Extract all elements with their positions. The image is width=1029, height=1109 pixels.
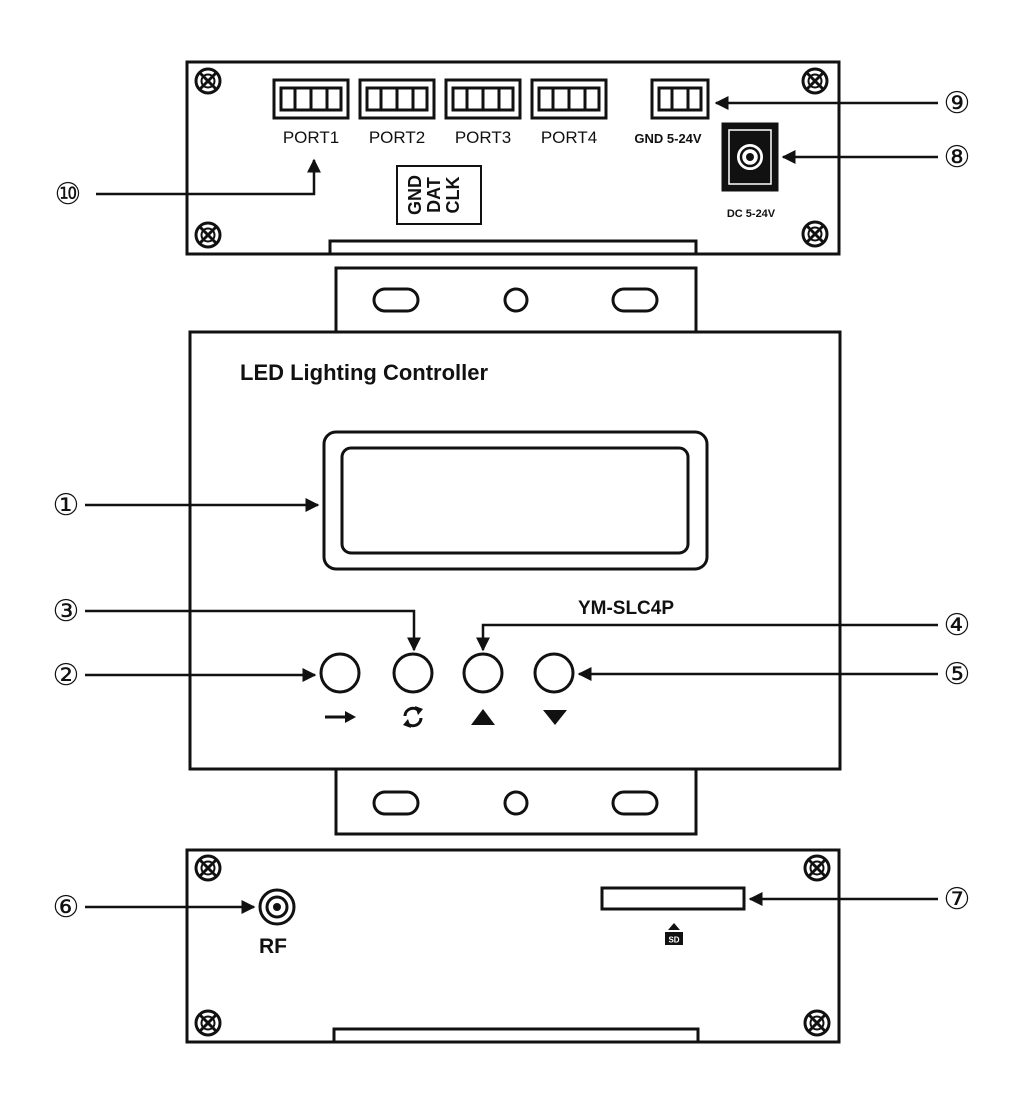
callout-2: ②	[53, 659, 80, 692]
screw-icon	[194, 221, 222, 249]
rf-label: RF	[259, 935, 287, 958]
port2-connector	[358, 78, 436, 120]
screw-icon	[194, 1009, 222, 1037]
callout-10: ⑩	[55, 178, 82, 211]
top-panel: PORT1 PORT2 PORT3 PORT4 GND 5-24V DC 5-2…	[185, 60, 841, 256]
callout-8: ⑧	[944, 141, 971, 174]
port-label: PORT1	[283, 128, 339, 147]
down-button[interactable]	[533, 652, 575, 694]
sd-insert-icon	[665, 923, 683, 945]
pin-label: CLK	[443, 177, 463, 214]
bottom-mounting-bracket	[334, 767, 698, 836]
port-label: PORT2	[369, 128, 425, 147]
front-panel: LED Lighting Controller YM-SLC4P	[188, 330, 842, 771]
cycle-button[interactable]	[392, 652, 434, 694]
callout-7: ⑦	[944, 883, 971, 916]
next-button[interactable]	[319, 652, 361, 694]
callout-6: ⑥	[53, 891, 80, 924]
signal-pin-legend: GND DAT CLK	[396, 165, 482, 225]
down-triangle-icon	[543, 710, 567, 725]
screw-icon	[194, 854, 222, 882]
front-panel-title: LED Lighting Controller	[240, 360, 489, 385]
port-label: PORT3	[455, 128, 511, 147]
callout-9: ⑨	[944, 87, 971, 120]
port1-connector	[272, 78, 350, 120]
pin-label: GND	[405, 175, 425, 215]
callout-3-leader	[85, 609, 421, 652]
port-label: PORT4	[541, 128, 597, 147]
screw-icon	[801, 220, 829, 248]
sd-label: SD	[668, 936, 679, 945]
port4-connector	[530, 78, 608, 120]
up-button[interactable]	[462, 652, 504, 694]
callout-1: ①	[53, 489, 80, 522]
top-mounting-bracket	[334, 266, 698, 334]
port3-connector	[444, 78, 522, 120]
screw-icon	[803, 1009, 831, 1037]
callout-leaders	[85, 96, 938, 914]
dc-jack	[721, 122, 779, 192]
sd-card-slot[interactable]	[600, 886, 746, 911]
screw-icon	[803, 854, 831, 882]
bottom-panel: RF SD	[185, 848, 841, 1044]
pin-label: DAT	[424, 177, 444, 213]
screw-icon	[801, 67, 829, 95]
dc-jack-label: DC 5-24V	[727, 208, 776, 220]
right-arrow-icon	[325, 711, 356, 723]
rf-antenna-jack	[258, 888, 296, 926]
power-terminal	[650, 78, 710, 120]
model-label: YM-SLC4P	[578, 598, 674, 619]
callout-3: ③	[53, 595, 80, 628]
callout-5: ⑤	[944, 658, 971, 691]
callout-10-leader	[96, 158, 321, 196]
up-triangle-icon	[471, 709, 495, 725]
lcd-display	[322, 430, 709, 571]
callout-4-leader	[476, 623, 938, 652]
cycle-icon	[403, 706, 423, 728]
screw-icon	[194, 67, 222, 95]
callout-4: ④	[944, 609, 971, 642]
power-terminal-label: GND 5-24V	[634, 131, 702, 146]
callout-numbers: ① ② ③ ④ ⑤ ⑥ ⑦ ⑧ ⑨ ⑩	[53, 87, 971, 924]
